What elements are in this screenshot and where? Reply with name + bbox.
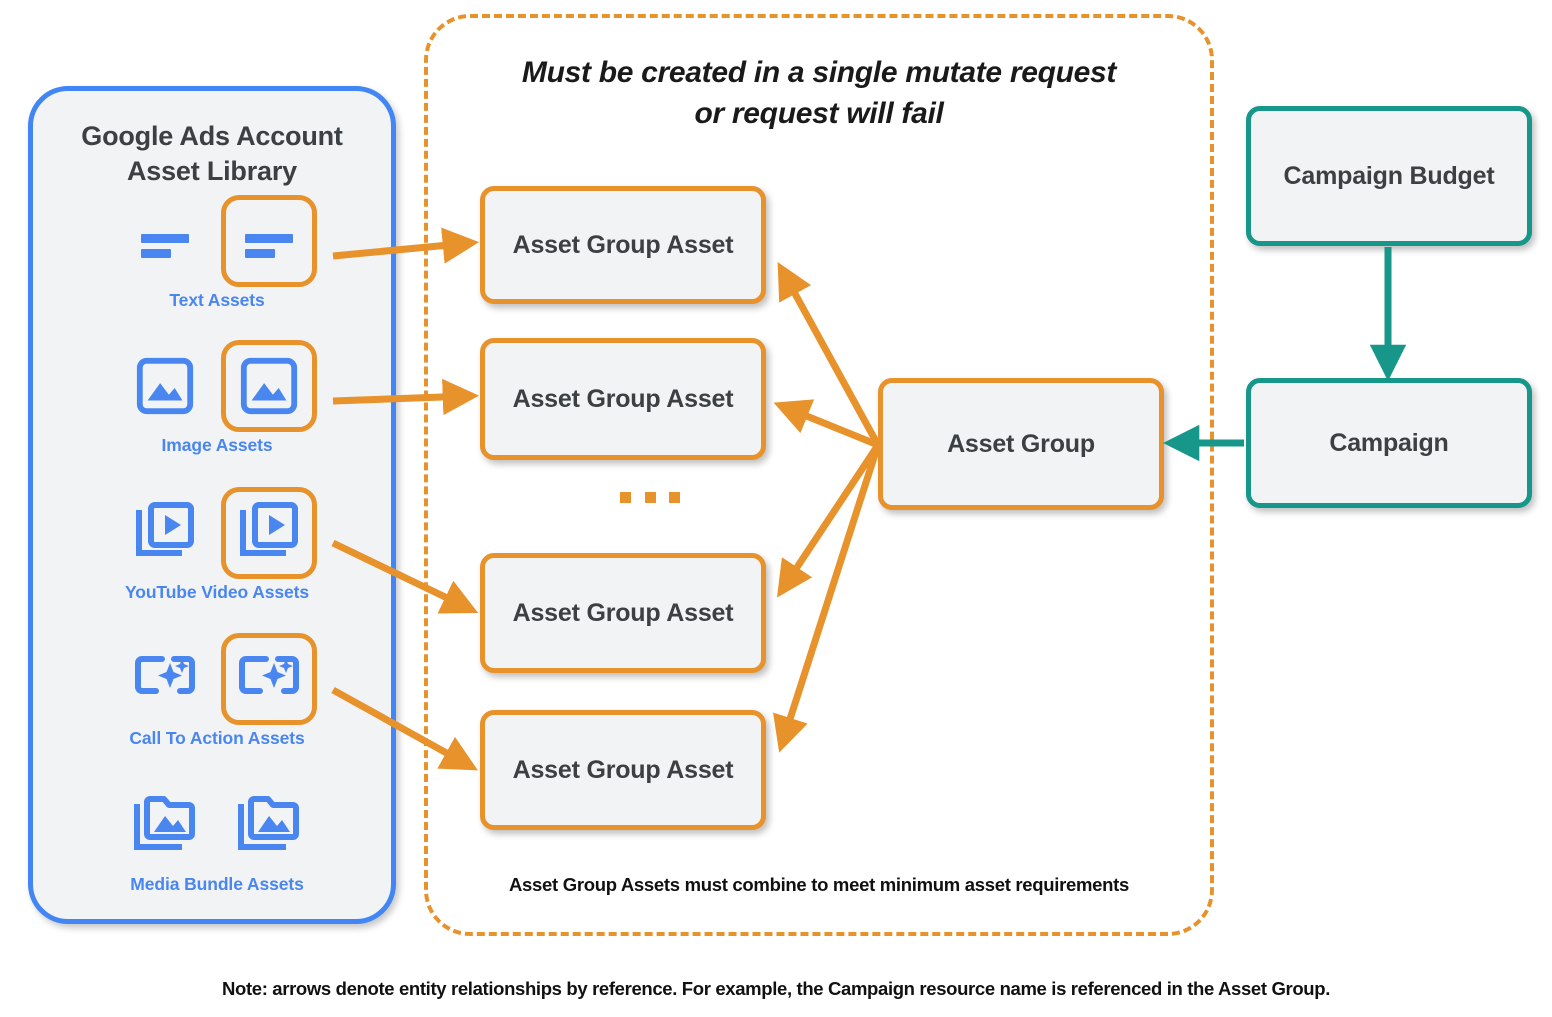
youtube-video-asset-icon: [117, 487, 213, 579]
asset-icon-pair-youtube: [33, 487, 401, 579]
asset-group-asset-label-2: Asset Group Asset: [512, 384, 734, 413]
asset-group-label: Asset Group: [947, 429, 1095, 458]
media-bundle-asset-icon-2: [221, 779, 317, 871]
asset-library-title-line2: Asset Library: [127, 155, 297, 186]
asset-icon-pair-image: [33, 340, 401, 432]
ellipsis-dot-3: [669, 492, 680, 503]
asset-label-youtube: YouTube Video Assets: [124, 582, 310, 602]
asset-group-node[interactable]: Asset Group: [878, 378, 1164, 510]
mutate-request-note: Must be created in a single mutate reque…: [424, 52, 1214, 135]
mutate-note-line1: Must be created in a single mutate reque…: [521, 56, 1117, 89]
asset-label-text: Text Assets: [169, 290, 265, 310]
asset-library-title-line1: Google Ads Account: [81, 121, 343, 151]
asset-group-asset-label-3: Asset Group Asset: [512, 598, 734, 627]
asset-row-text[interactable]: Text Assets: [33, 195, 401, 311]
campaign-budget-label: Campaign Budget: [1283, 161, 1495, 190]
image-asset-icon-selected[interactable]: [221, 340, 317, 432]
diagram-footer-note: Note: arrows denote entity relationships…: [221, 978, 1330, 999]
ellipsis-dot-1: [620, 492, 631, 503]
asset-row-cta[interactable]: Call To Action Assets: [33, 633, 401, 749]
asset-group-asset-node-2[interactable]: Asset Group Asset: [480, 338, 766, 460]
asset-icon-pair-media-bundle: [33, 779, 401, 871]
ellipsis-indicator: [620, 492, 680, 503]
asset-group-asset-label-1: Asset Group Asset: [512, 230, 734, 259]
ellipsis-dot-2: [644, 492, 656, 503]
asset-icon-pair-cta: [33, 633, 401, 725]
campaign-label: Campaign: [1329, 428, 1449, 457]
youtube-video-asset-icon-selected[interactable]: [221, 487, 317, 579]
asset-label-image: Image Assets: [161, 435, 273, 455]
text-asset-icon-selected[interactable]: [221, 195, 317, 287]
call-to-action-asset-icon: [117, 633, 213, 725]
asset-label-media-bundle: Media Bundle Assets: [130, 874, 304, 894]
asset-group-asset-node-1[interactable]: Asset Group Asset: [480, 186, 766, 304]
asset-library-panel: Google Ads Account Asset Library: [28, 86, 396, 924]
asset-row-youtube[interactable]: YouTube Video Assets: [33, 487, 401, 603]
asset-group-asset-node-4[interactable]: Asset Group Asset: [480, 710, 766, 830]
asset-row-media-bundle[interactable]: Media Bundle Assets: [33, 779, 401, 895]
mutate-note-line2: or request will fail: [694, 97, 944, 131]
campaign-node[interactable]: Campaign: [1246, 378, 1532, 508]
asset-row-image[interactable]: Image Assets: [33, 340, 401, 456]
call-to-action-asset-icon-selected[interactable]: [221, 633, 317, 725]
asset-group-asset-label-4: Asset Group Asset: [512, 755, 734, 784]
asset-library-title: Google Ads Account Asset Library: [33, 119, 391, 188]
asset-label-cta: Call To Action Assets: [129, 728, 305, 748]
campaign-budget-node[interactable]: Campaign Budget: [1246, 106, 1532, 246]
asset-group-asset-node-3[interactable]: Asset Group Asset: [480, 553, 766, 673]
image-asset-icon: [117, 340, 213, 432]
asset-icon-pair-text: [33, 195, 401, 287]
media-bundle-asset-icon: [117, 779, 213, 871]
mutate-region-footer-note: Asset Group Assets must combine to meet …: [509, 874, 1129, 895]
text-asset-icon: [117, 195, 213, 287]
